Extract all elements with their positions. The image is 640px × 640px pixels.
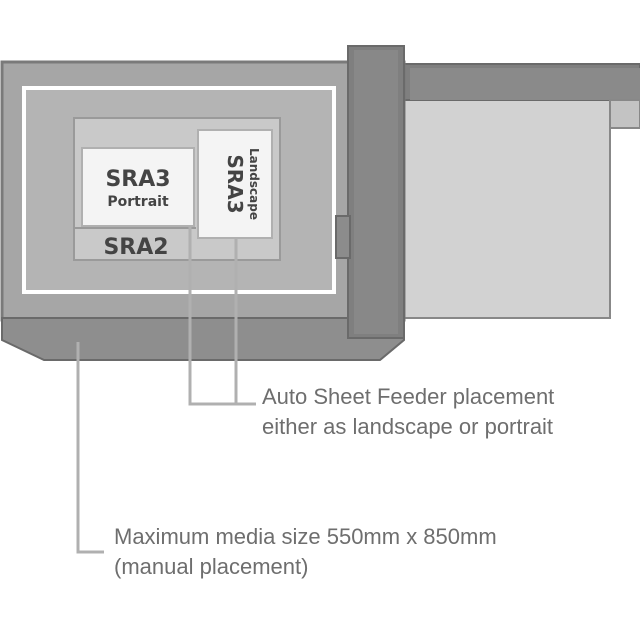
auto-sheet-feeder-callout: Auto Sheet Feeder placement either as la… [262,382,554,442]
sra3-portrait-label-line2: Portrait [107,194,169,210]
auto-sheet-feeder-line1: Auto Sheet Feeder placement [262,384,555,409]
sra3-landscape-sheet [197,129,273,239]
max-media-line2: (manual placement) [114,554,309,579]
sra3-portrait-sheet [81,147,195,227]
leader-line-portrait [188,226,256,406]
side-tray [403,99,611,319]
sra3-portrait-label-line1: SRA3 [105,167,170,192]
max-media-line1: Maximum media size 550mm x 850mm [114,524,497,549]
gantry-side-tab [335,215,351,259]
gantry-arm-highlight [354,50,398,334]
sra3-landscape-label-line1: SRA3 [223,154,247,213]
auto-sheet-feeder-line2: either as landscape or portrait [262,414,554,439]
top-arm-panel [410,68,640,100]
machine-base [1,317,405,361]
sra2-label: SRA2 [103,235,168,260]
sra3-landscape-label-line2: Landscape [247,148,261,220]
arm-corner-piece [609,99,640,129]
max-media-callout: Maximum media size 550mm x 850mm (manual… [114,522,497,582]
leader-line-max-media [76,342,104,554]
